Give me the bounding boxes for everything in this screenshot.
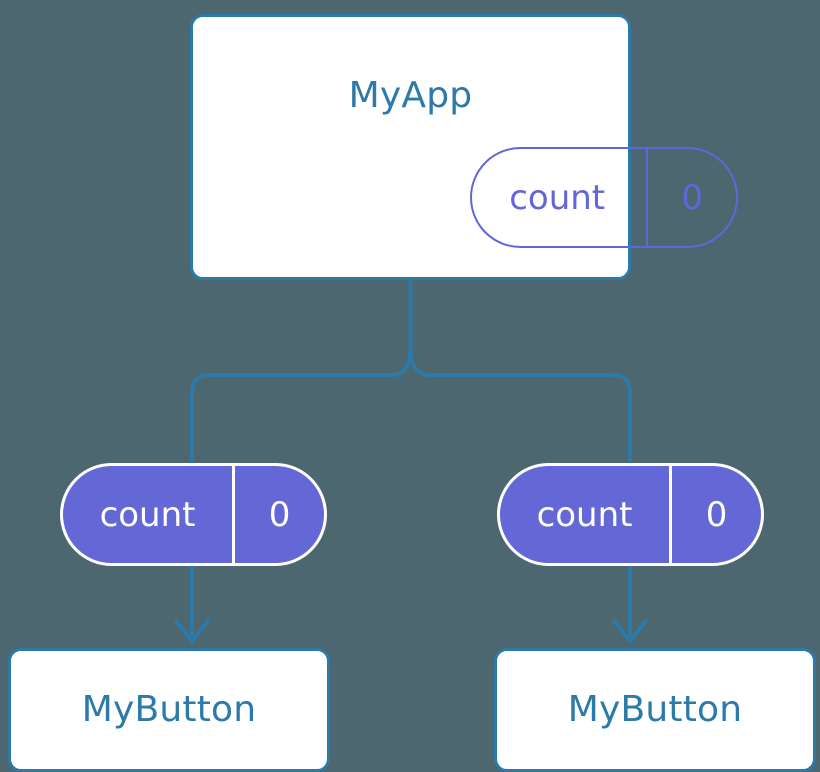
state-flows-down-arrow-left-head — [174, 619, 210, 643]
state-value-label: 0 — [232, 466, 324, 563]
branch-line-right — [408, 348, 632, 462]
component-card-myapp[interactable]: MyApp count 0 — [190, 14, 738, 280]
component-title-mybutton: MyButton — [81, 689, 257, 730]
state-key-label: count — [509, 177, 606, 218]
state-pill-child-left[interactable]: count 0 — [60, 463, 327, 566]
branch-line-left — [190, 348, 413, 462]
state-key-label: count — [536, 494, 633, 535]
state-value-label: 0 — [646, 149, 736, 246]
state-flows-down-arrow-right-head — [612, 619, 648, 643]
state-pill-child-right[interactable]: count 0 — [497, 463, 764, 566]
component-title-mybutton: MyButton — [567, 689, 743, 730]
state-pill-myapp[interactable]: count 0 — [470, 147, 738, 248]
component-card-mybutton-left[interactable]: MyButton — [8, 648, 330, 772]
state-key-label: count — [99, 494, 196, 535]
state-value-label: 0 — [669, 466, 761, 563]
component-title-myapp: MyApp — [348, 75, 473, 116]
component-card-mybutton-right[interactable]: MyButton — [494, 648, 816, 772]
